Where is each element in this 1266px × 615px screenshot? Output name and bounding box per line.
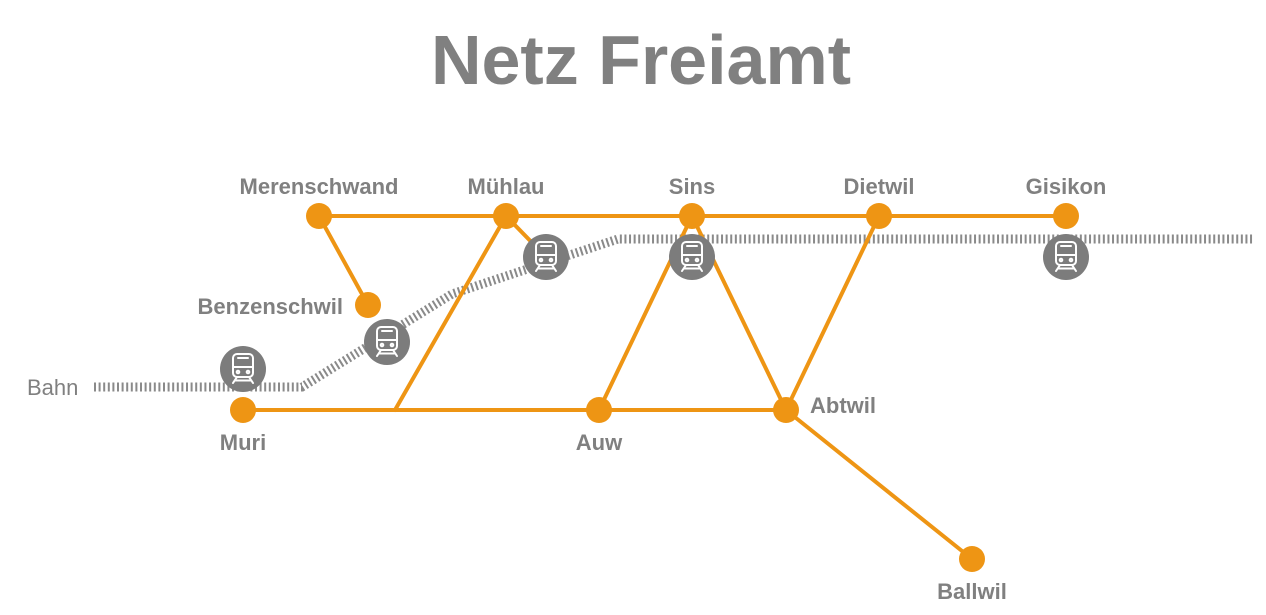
station-label-abtwil: Abtwil xyxy=(810,393,876,418)
station-label-auw: Auw xyxy=(576,430,623,455)
station-label-merenschwand: Merenschwand xyxy=(240,174,399,199)
station-label-muehlau: Mühlau xyxy=(468,174,545,199)
rail-legend-label: Bahn xyxy=(27,375,78,400)
train-icon xyxy=(364,319,410,365)
station-dot-merenschwand xyxy=(306,203,332,229)
train-badges xyxy=(220,234,1089,392)
train-icon xyxy=(523,234,569,280)
station-label-dietwil: Dietwil xyxy=(844,174,915,199)
station-label-sins: Sins xyxy=(669,174,715,199)
station-label-gisikon: Gisikon xyxy=(1026,174,1107,199)
station-dot-muri xyxy=(230,397,256,423)
station-dot-abtwil xyxy=(773,397,799,423)
station-dot-sins xyxy=(679,203,705,229)
station-dot-auw xyxy=(586,397,612,423)
route-dietwil-abtwil xyxy=(784,214,881,412)
station-dot-ballwil xyxy=(959,546,985,572)
train-icon xyxy=(1043,234,1089,280)
station-label-muri: Muri xyxy=(220,430,266,455)
route-network xyxy=(241,214,1068,561)
station-dot-benzenschwil xyxy=(355,292,381,318)
station-dot-muehlau xyxy=(493,203,519,229)
route-muehlau-bottom xyxy=(393,214,508,412)
train-icon xyxy=(220,346,266,392)
page-title: Netz Freiamt xyxy=(431,21,851,99)
station-label-benzenschwil: Benzenschwil xyxy=(198,294,343,319)
route-merenschwand-benzenschwil xyxy=(317,214,370,307)
train-icon xyxy=(669,234,715,280)
station-label-ballwil: Ballwil xyxy=(937,579,1007,604)
route-abtwil-ballwil xyxy=(784,408,974,561)
station-dots xyxy=(230,203,1079,572)
station-dot-dietwil xyxy=(866,203,892,229)
station-labels: Merenschwand Mühlau Sins Dietwil GisikonBenz… xyxy=(198,174,1107,604)
station-dot-gisikon xyxy=(1053,203,1079,229)
